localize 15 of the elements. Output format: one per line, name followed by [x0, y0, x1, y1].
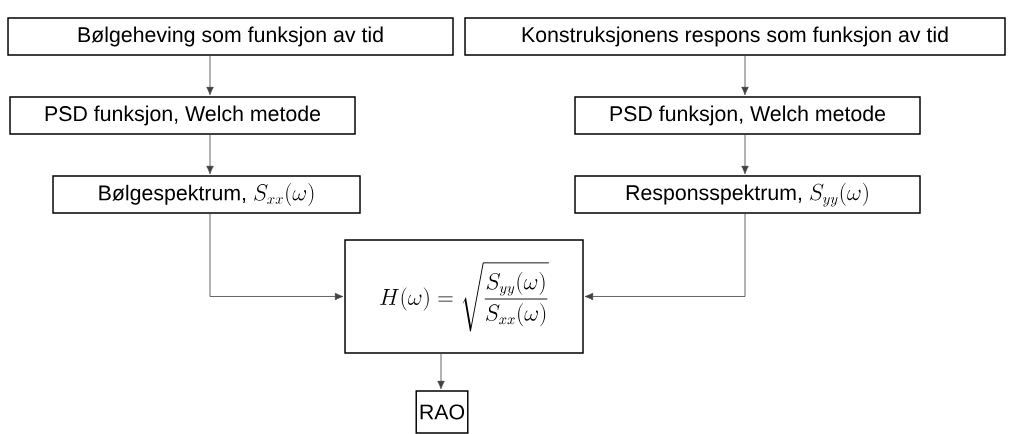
arrow — [741, 55, 749, 96]
arrow — [209, 213, 344, 301]
process-box: Konstruksjonens respons som funksjon av tid — [464, 17, 1006, 56]
arrow — [741, 134, 749, 175]
process-box: Bølgeheving som funksjon av tid — [7, 17, 454, 56]
arrow — [584, 213, 746, 301]
formula-box: $H(\omega) = \sqrt{\frac{S_{yy}(\omega)}{S_{xx}(\omega)}}$ — [344, 239, 584, 354]
process-box: Responsspektrum, $S_{yy}(\omega)$ — [574, 175, 921, 214]
process-box: Bølgespektrum, $S_{xx}(\omega)$ — [52, 175, 361, 214]
process-box: PSD funksjon, Welch metode — [574, 96, 921, 135]
arrow — [206, 134, 214, 175]
process-box: PSD funksjon, Welch metode — [9, 96, 356, 135]
arrow — [206, 55, 214, 96]
arrow — [437, 353, 445, 390]
process-box: RAO — [415, 390, 469, 434]
